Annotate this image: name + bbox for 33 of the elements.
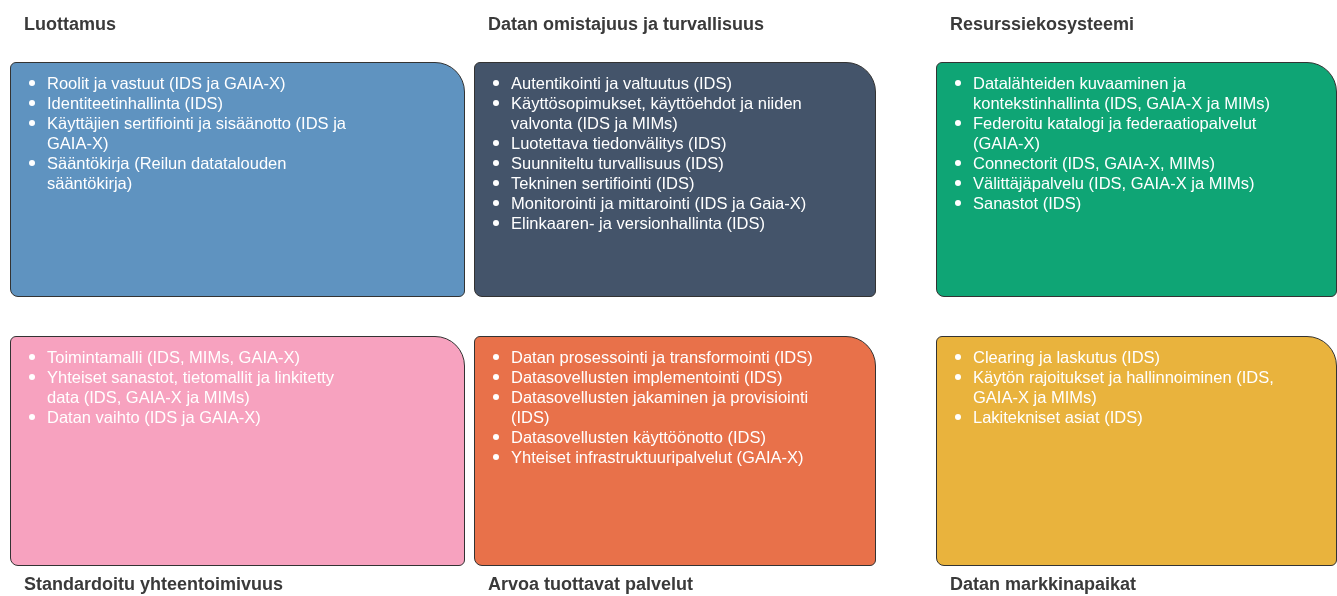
- list-item-text: Lakitekniset asiat (IDS): [973, 407, 1144, 427]
- list-item-text: Elinkaaren- ja versionhallinta (IDS): [511, 213, 767, 233]
- list-item-text: Datasovellusten implementointi (IDS): [511, 367, 784, 387]
- list-item-text: Federoitu katalogi ja federaatiopalvelut (GAIA-X): [973, 113, 1258, 153]
- list-item-text: Roolit ja vastuut (IDS ja GAIA-X): [47, 73, 287, 93]
- list-item-text: Identiteetinhallinta (IDS): [47, 93, 225, 113]
- list-item-text: Yhteiset sanastot, tietomallit ja linkitetty data (IDS, GAIA-X ja MIMs): [47, 367, 336, 407]
- list-item-text: Toimintamalli (IDS, MIMs, GAIA-X): [47, 347, 302, 367]
- section-heading: Arvoa tuottavat palvelut: [488, 574, 694, 595]
- list-item-text: Sanastot (IDS): [973, 193, 1083, 213]
- list-item-text: Yhteiset infrastruktuuripalvelut (GAIA-X): [511, 447, 805, 467]
- section-heading: Resurssiekosysteemi: [950, 14, 1135, 35]
- list-item-text: Autentikointi ja valtuutus (IDS): [511, 73, 734, 93]
- list-item-text: Clearing ja laskutus (IDS): [973, 347, 1162, 367]
- list-item-text: Luotettava tiedonvälitys (IDS): [511, 133, 728, 153]
- list-item-text: Datasovellusten käyttöönotto (IDS): [511, 427, 767, 447]
- section-heading: Standardoitu yhteentoimivuus: [24, 574, 284, 595]
- list-item-text: Käyttäjien sertifiointi ja sisäänotto (IDS ja GAIA-X): [47, 113, 347, 153]
- list-item-text: Käytön rajoitukset ja hallinnoiminen (IDS, GAIA-X ja MIMs): [973, 367, 1275, 407]
- list-item-text: Suunniteltu turvallisuus (IDS): [511, 153, 725, 173]
- section-heading: Luottamus: [24, 14, 116, 35]
- list-item-text: Datalähteiden kuvaaminen ja kontekstinhallinta (IDS, GAIA-X ja MIMs): [973, 73, 1272, 113]
- list-item-text: Datasovellusten jakaminen ja provisiointi (IDS): [511, 387, 810, 427]
- section-heading: Datan omistajuus ja turvallisuus: [488, 14, 765, 35]
- list-item-text: Tekninen sertifiointi (IDS): [511, 173, 696, 193]
- list-item-text: Datan vaihto (IDS ja GAIA-X): [47, 407, 262, 427]
- list-item-text: Käyttösopimukset, käyttöehdot ja niiden valvonta (IDS ja MIMs): [511, 93, 803, 133]
- list-item-text: Sääntökirja (Reilun datatalouden sääntökirja): [47, 153, 288, 193]
- section-heading: Datan markkinapaikat: [950, 574, 1137, 595]
- list-item-text: Monitorointi ja mittarointi (IDS ja Gaia-X): [511, 193, 808, 213]
- list-item-text: Connectorit (IDS, GAIA-X, MIMs): [973, 153, 1217, 173]
- list-item-text: Välittäjäpalvelu (IDS, GAIA-X ja MIMs): [973, 173, 1256, 193]
- list-item-text: Datan prosessointi ja transformointi (IDS): [511, 347, 814, 367]
